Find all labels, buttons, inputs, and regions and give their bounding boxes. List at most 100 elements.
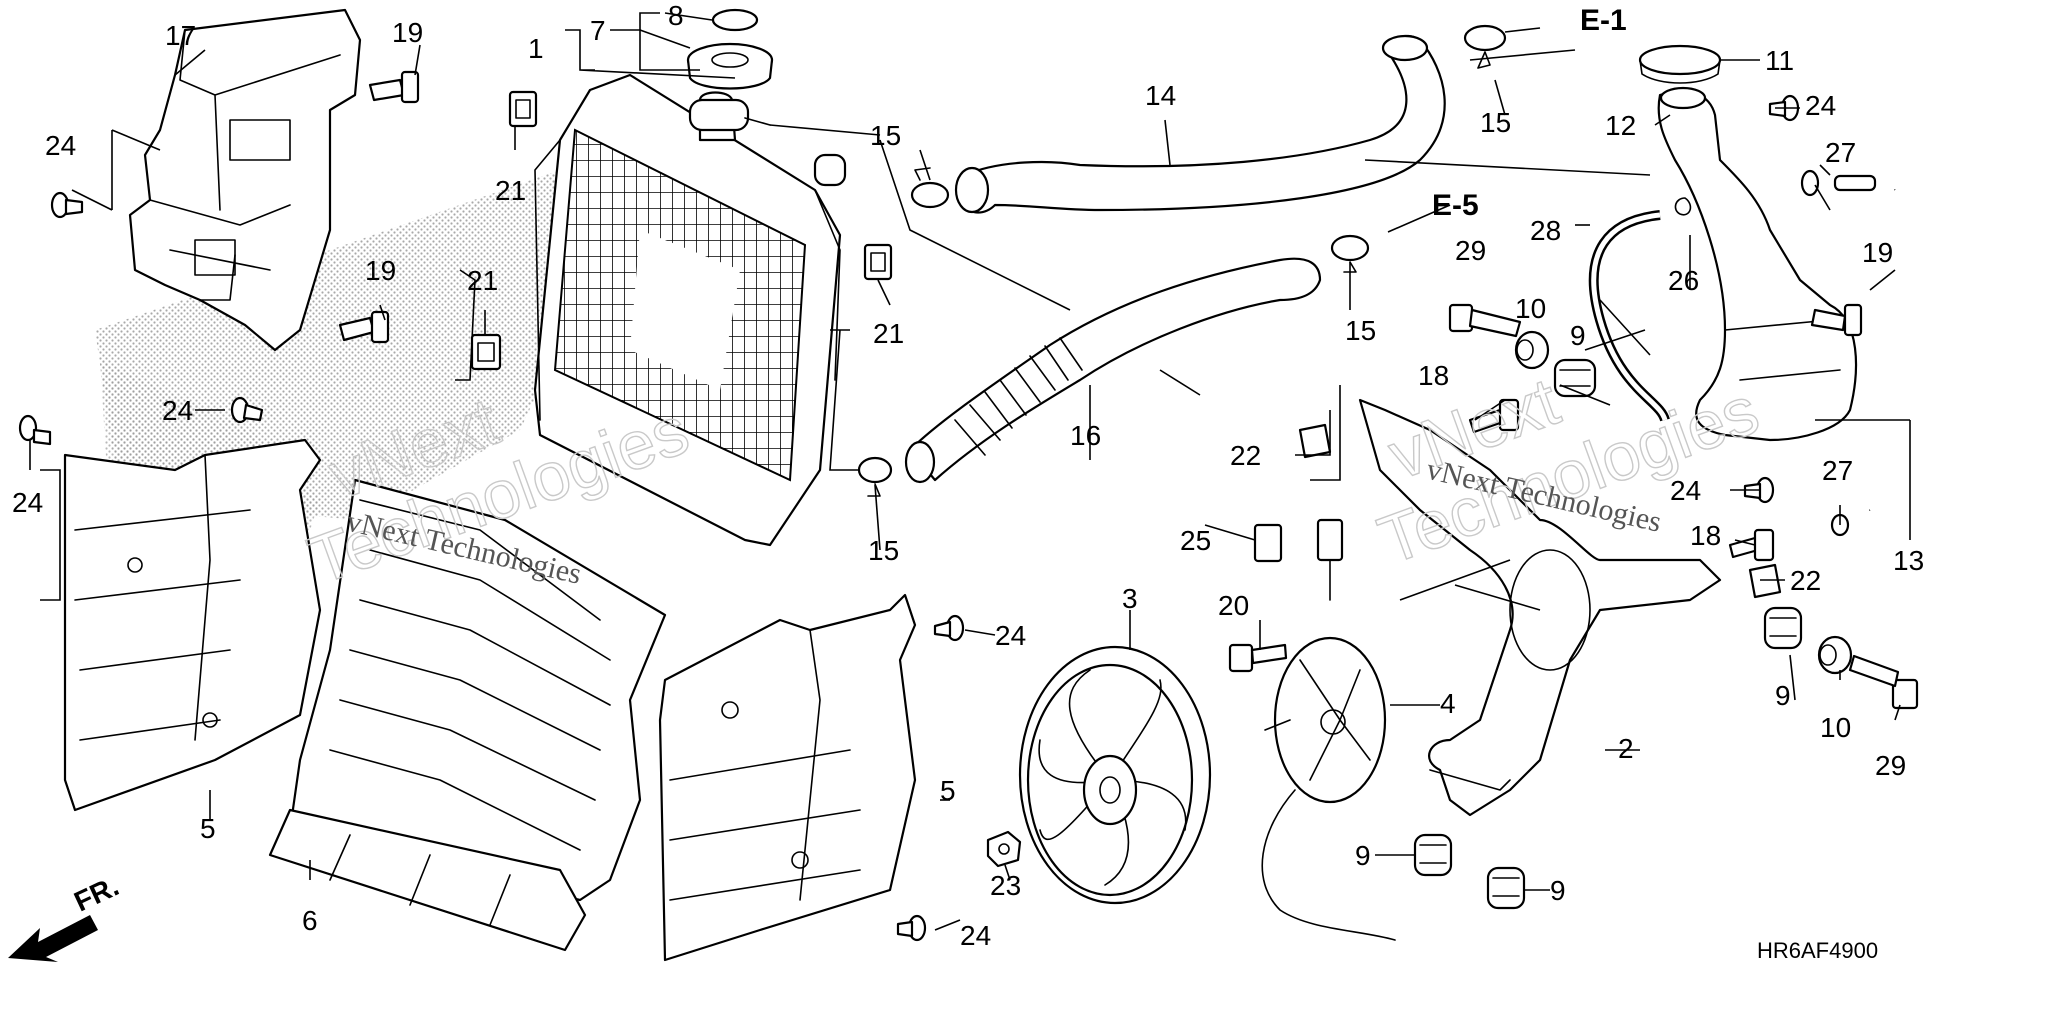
louvered-grille: [268, 478, 667, 952]
callouts: 1 7 8 17 19 24 19 21 21 24 24 5 6 15 21 …: [12, 0, 1924, 963]
rivet-24-tank-low: [1743, 476, 1775, 504]
reservoir-cap: [1638, 44, 1722, 84]
callout-14: 14: [1145, 80, 1176, 111]
clip-21-right: [863, 243, 893, 281]
callout-1: 1: [528, 33, 544, 64]
callout-24-a: 24: [45, 130, 76, 161]
callout-9-b: 9: [1775, 680, 1791, 711]
collar-10-right: [1817, 635, 1853, 675]
fan-motor: [1261, 636, 1396, 941]
overflow-hose: [1868, 188, 1925, 513]
callout-24-b: 24: [162, 395, 193, 426]
rivet-24-mid-left: [230, 396, 264, 424]
callout-27-a: 27: [1825, 137, 1856, 168]
bolt-19-right: [1810, 303, 1863, 337]
bolt-18-top: [1468, 398, 1520, 434]
upper-hose: [954, 34, 1446, 214]
ref-e1: E-1: [1580, 4, 1627, 37]
callout-21-a: 21: [495, 175, 526, 206]
reservoir-tank: [1657, 86, 1858, 442]
rivet-24-bottom: [896, 914, 927, 942]
bolt-29-top: [1448, 303, 1522, 338]
callout-24-e: 24: [1670, 475, 1701, 506]
callout-15-a: 15: [870, 120, 901, 151]
callout-22-b: 22: [1790, 565, 1821, 596]
rivet-24-far-left: [18, 414, 52, 446]
callout-12: 12: [1605, 110, 1636, 141]
bolt-18-right: [1728, 528, 1775, 562]
grommet-9-right: [1763, 606, 1803, 650]
clip-22-top: [1298, 423, 1332, 459]
hose-clamp-mid: [1330, 234, 1370, 273]
callout-7: 7: [590, 15, 606, 46]
cooling-fan: [1018, 645, 1212, 905]
fan-shroud: [1358, 398, 1722, 817]
callout-16: 16: [1070, 420, 1101, 451]
callout-2: 2: [1618, 733, 1634, 764]
radiator: [533, 73, 847, 547]
bolt-19-top: [368, 70, 420, 104]
callout-29-b: 29: [1875, 750, 1906, 781]
callout-4: 4: [1440, 688, 1456, 719]
callout-8: 8: [668, 0, 684, 31]
callout-15-d: 15: [1345, 315, 1376, 346]
callout-24-g: 24: [960, 920, 991, 951]
bolt-20: [1228, 643, 1288, 673]
callout-19-c: 19: [1862, 237, 1893, 268]
callout-25: 25: [1180, 525, 1211, 556]
collar-10-top: [1514, 330, 1550, 370]
clip-26: [1674, 197, 1692, 216]
siphon-tube: [1588, 210, 1670, 422]
callout-15-b: 15: [868, 535, 899, 566]
grommet-9-bottom-left: [1413, 833, 1453, 877]
front-label: FR.: [69, 870, 123, 917]
clip-21-mid: [470, 333, 502, 371]
callout-3: 3: [1122, 583, 1138, 614]
callout-5-b: 5: [940, 775, 956, 806]
leader-lines: [29, 12, 1911, 931]
hose-clamp-radiator: [910, 167, 950, 209]
callout-19-b: 19: [365, 255, 396, 286]
hose-clamp-top: [1463, 24, 1507, 69]
callout-29-a: 29: [1455, 235, 1486, 266]
connector-25: [1253, 518, 1344, 601]
callout-11: 11: [1765, 45, 1794, 76]
clip-27-top: [1800, 169, 1877, 197]
radiator-cap: [686, 42, 774, 90]
callout-21-b: 21: [467, 265, 498, 296]
callout-24-f: 24: [995, 620, 1026, 651]
clip-22-right: [1748, 563, 1782, 599]
grommet-9-bottom-right: [1486, 866, 1526, 910]
callout-9-a: 9: [1570, 320, 1586, 351]
rivet-24-top-left: [50, 191, 84, 219]
callout-26: 26: [1668, 265, 1699, 296]
callout-18-b: 18: [1690, 520, 1721, 551]
callout-27-b: 27: [1822, 455, 1853, 486]
side-cover-left: [63, 438, 322, 812]
callout-13: 13: [1893, 545, 1924, 576]
callout-21-c: 21: [873, 318, 904, 349]
callout-20: 20: [1218, 590, 1249, 621]
shroud-bracket: [128, 8, 362, 352]
callout-24-d: 24: [1805, 90, 1836, 121]
bolt-29-right: [1848, 654, 1919, 710]
callout-19-a: 19: [392, 17, 423, 48]
front-arrow-icon: [8, 915, 98, 962]
side-cover-center: [658, 593, 917, 962]
callout-9-c: 9: [1355, 840, 1371, 871]
callout-6: 6: [302, 905, 318, 936]
callout-22-a: 22: [1230, 440, 1261, 471]
ref-e5: E-5: [1432, 189, 1479, 222]
nut-23: [986, 830, 1022, 868]
diagram-code: HR6AF4900: [1757, 938, 1878, 963]
rivet-24-center: [933, 614, 965, 642]
callout-18-a: 18: [1418, 360, 1449, 391]
callout-5-a: 5: [200, 813, 216, 844]
callout-10-b: 10: [1820, 712, 1851, 743]
callout-9-d: 9: [1550, 875, 1566, 906]
clip-21-top: [508, 90, 538, 128]
o-ring: [711, 8, 759, 32]
lower-hose: [904, 257, 1322, 484]
callout-17: 17: [165, 20, 196, 51]
